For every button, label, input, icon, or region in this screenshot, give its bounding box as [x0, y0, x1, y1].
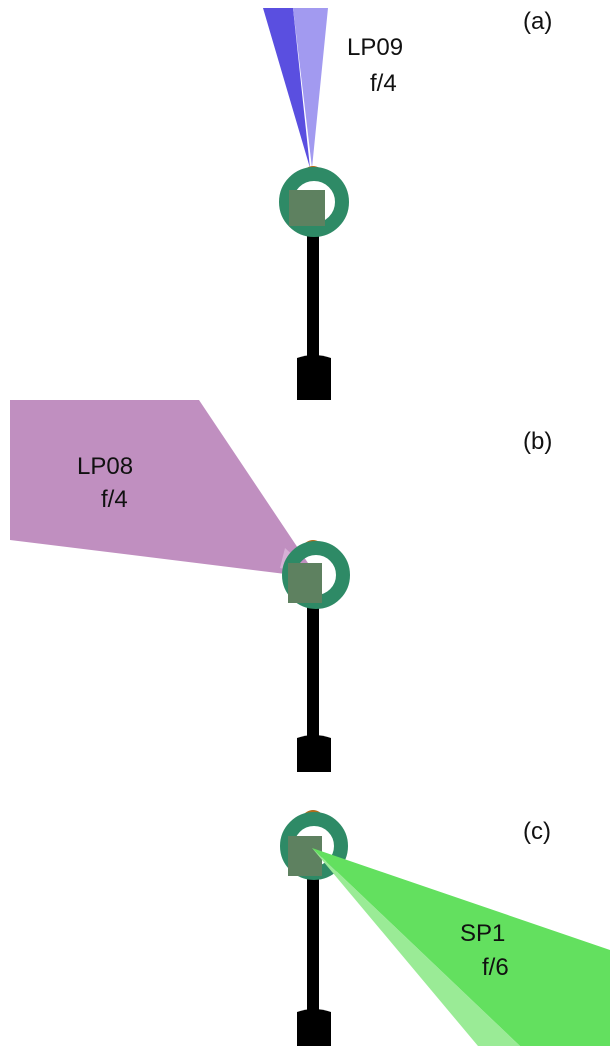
panel-c: (c) SP1 f/6	[0, 780, 610, 1046]
hub-center	[306, 195, 324, 213]
base-block	[297, 1009, 331, 1046]
beam-main	[10, 400, 318, 578]
hub-block	[288, 563, 322, 603]
beam-light	[293, 8, 328, 168]
beam-main	[312, 848, 610, 1046]
focal-ratio: f/4	[370, 70, 397, 97]
support-pole	[307, 600, 319, 743]
panel-label: (a)	[523, 8, 553, 35]
panel-label: (c)	[523, 818, 551, 845]
beam-name: SP1	[460, 920, 506, 947]
support-pole	[307, 875, 319, 1017]
ring-mount	[279, 167, 349, 237]
panel-a-drawing	[263, 8, 349, 400]
panel-label: (b)	[523, 428, 553, 455]
panel-b-drawing	[10, 400, 350, 772]
beam-light	[312, 848, 520, 1046]
beam-dark	[263, 8, 310, 168]
hub-block	[288, 836, 322, 876]
beam-name: LP08	[77, 453, 134, 480]
base-block	[297, 355, 331, 400]
support-pole	[307, 228, 319, 363]
base-block	[297, 735, 331, 772]
panel-b: (b) LP08 f/4	[0, 400, 610, 780]
panel-a: (a) LP09 f/4	[0, 0, 610, 400]
panel-c-drawing	[280, 810, 610, 1046]
focal-ratio: f/4	[101, 486, 128, 513]
focal-ratio: f/6	[482, 954, 509, 981]
beam-name: LP09	[347, 34, 404, 61]
